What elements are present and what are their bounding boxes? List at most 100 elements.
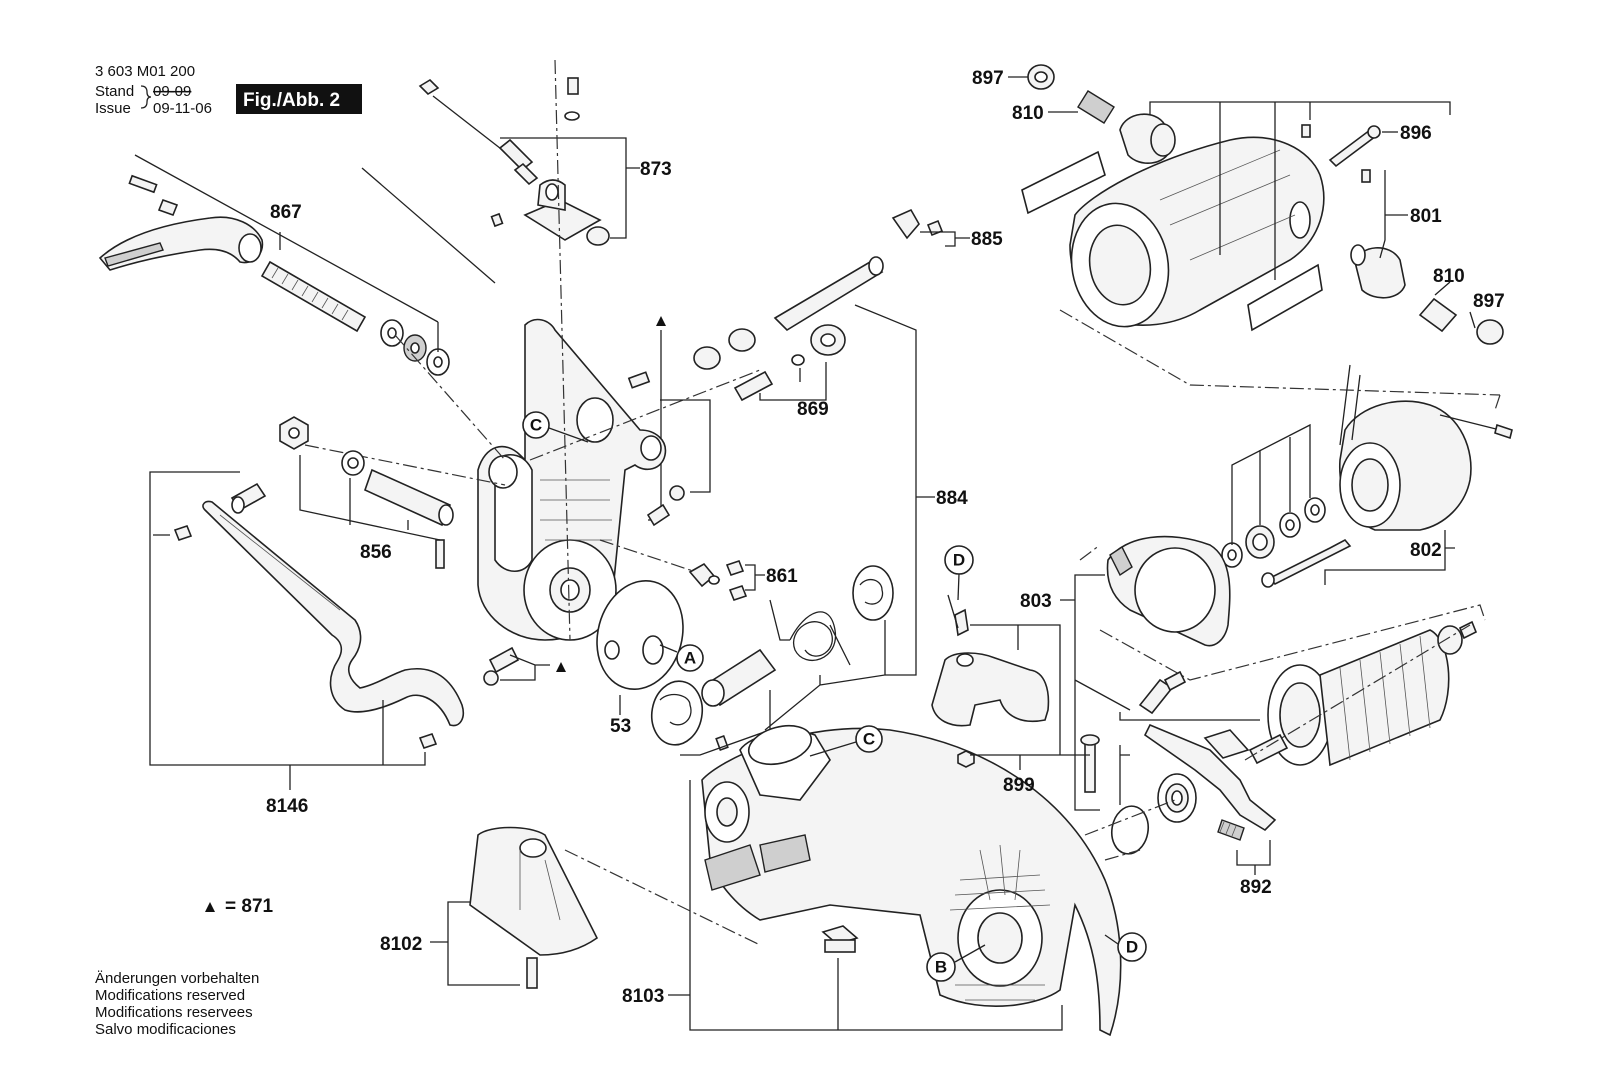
triangle-marker-top (656, 316, 666, 326)
screw-896-head (1367, 125, 1381, 139)
marker-c-bottom: C (855, 725, 883, 753)
pin-b (488, 646, 520, 674)
disc-53 (596, 579, 684, 691)
washer-861 (708, 575, 720, 585)
part-8102 (469, 826, 599, 989)
screw-861-b (725, 560, 745, 576)
leader-892 (1119, 712, 1271, 875)
pivot-shaft (773, 261, 884, 332)
leader-801 (1149, 101, 1451, 280)
leader-869 (759, 362, 827, 401)
bushing-set (627, 324, 846, 402)
switch-cable-873 (418, 77, 610, 246)
marker-c-top: C (522, 411, 550, 439)
leader-861 (745, 564, 765, 591)
axis-fan-guard (1079, 544, 1486, 681)
pivot-bracket-housing (477, 318, 667, 641)
note-en: Modifications reserved (95, 987, 245, 1004)
bearing-washers-802 (1221, 497, 1326, 568)
note-de: Änderungen vorbehalten (95, 970, 259, 987)
stand-date: 09-09 (153, 83, 191, 100)
marker-d-top: D (944, 545, 974, 575)
triangle-marker-bottom (556, 662, 566, 672)
leader-8102 (430, 901, 520, 986)
axis-armature (1244, 624, 1471, 761)
label-856: 856 (360, 542, 392, 563)
label-8102: 8102 (380, 934, 422, 955)
rod (361, 167, 496, 284)
note-fr: Modifications reservees (95, 1004, 253, 1021)
latch-899 (931, 594, 1050, 768)
brush-lever-892 (1138, 670, 1277, 841)
issue-label: Issue (95, 100, 131, 117)
legend-triangle (205, 902, 215, 912)
leader-803 (1060, 574, 1131, 811)
pivot-shaft-end (868, 256, 884, 276)
leader-pins (500, 654, 550, 681)
marker-d-bottom-leader (1104, 934, 1119, 945)
label-867: 867 (270, 202, 302, 223)
svg-text:A: A (684, 649, 696, 668)
triangle-leader-top (648, 330, 662, 521)
svg-text:D: D (1126, 938, 1138, 957)
blade-guard-housing-8103 (701, 724, 1122, 1037)
svg-text:C: C (530, 416, 542, 435)
part-number: 3 603 M01 200 (95, 63, 195, 80)
svg-text:C: C (863, 730, 875, 749)
legend-value: = 871 (225, 896, 274, 917)
armature (1248, 620, 1478, 767)
label-810-right: 810 (1433, 266, 1465, 287)
svg-text:D: D (953, 551, 965, 570)
label-869: 869 (797, 399, 829, 420)
label-8146: 8146 (266, 796, 308, 817)
issue-date: 09-11-06 (153, 100, 212, 117)
bolt-assembly-856 (279, 416, 454, 569)
nut-a (669, 485, 685, 501)
cap-897-top-inner (1034, 71, 1048, 83)
label-803: 803 (1020, 591, 1052, 612)
leader-802 (1231, 423, 1455, 585)
label-897-top: 897 (972, 68, 1004, 89)
marker-c-top-leader (548, 427, 589, 443)
axis-bearing (1084, 799, 1176, 861)
wrench-8146 (173, 482, 465, 749)
figure-label-box (236, 84, 362, 114)
leader-867 (134, 154, 439, 352)
brush-810-top (1077, 90, 1115, 124)
clip-885 (891, 208, 920, 240)
label-892: 892 (1240, 877, 1272, 898)
motor-housing-801 (1021, 136, 1325, 332)
handle-assembly-867 (98, 174, 450, 376)
label-810-top: 810 (1012, 103, 1044, 124)
figure-label: Fig./Abb. 2 (243, 90, 340, 111)
screw-small-a (1301, 124, 1311, 138)
marker-d-top-leader (957, 573, 960, 601)
label-897-right: 897 (1473, 291, 1505, 312)
screw-861-a (728, 585, 748, 601)
leader-884 (854, 304, 935, 676)
leader-8146 (149, 471, 426, 790)
label-899: 899 (1003, 775, 1035, 796)
label-885: 885 (971, 229, 1003, 250)
screw-small-b (1361, 169, 1371, 183)
label-873: 873 (640, 159, 672, 180)
leader-8103 (668, 780, 1063, 1031)
leader-873 (500, 137, 640, 239)
bearing-ring-set (1080, 734, 1197, 855)
svg-text:B: B (935, 958, 947, 977)
label-884: 884 (936, 488, 968, 509)
marker-a-leader (659, 644, 678, 653)
axis-line-vertical (554, 59, 571, 641)
label-53: 53 (610, 716, 631, 737)
leader-bracket-right (660, 399, 711, 493)
marker-d-bottom: D (1117, 932, 1147, 962)
cap-897-right (1476, 319, 1504, 345)
axis-motor-housing (1059, 309, 1501, 411)
leader-885 (920, 231, 970, 247)
stand-label: Stand (95, 83, 134, 100)
brush-810-right (1418, 297, 1458, 333)
axis-8102 (564, 849, 761, 946)
leader-bearing (1119, 745, 1130, 805)
leader-right-caps (1434, 281, 1476, 329)
